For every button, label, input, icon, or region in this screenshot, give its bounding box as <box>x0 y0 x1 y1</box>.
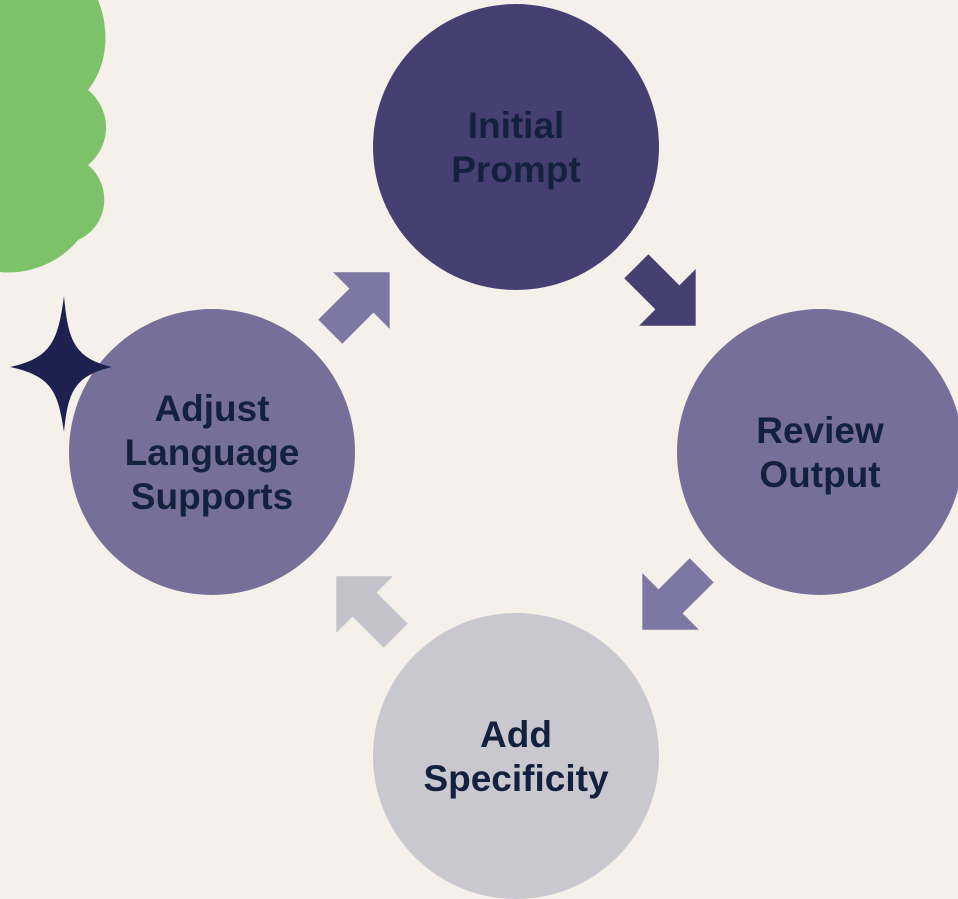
node-label-initial-prompt: Prompt <box>451 149 581 190</box>
node-label-add-specificity: Specificity <box>423 758 608 799</box>
arrow-review-output-to-add-specificity <box>642 558 714 630</box>
cycle-arrows <box>318 254 714 648</box>
node-label-review-output: Output <box>759 454 880 495</box>
node-label-adjust-language-supports: Adjust <box>154 388 269 429</box>
cloud-icon <box>0 0 106 273</box>
node-circle-add-specificity <box>373 613 659 899</box>
node-circle-initial-prompt <box>373 4 659 290</box>
node-label-review-output: Review <box>756 410 884 451</box>
node-circle-adjust-language-supports <box>69 309 355 595</box>
node-label-adjust-language-supports: Language <box>125 432 300 473</box>
arrow-add-specificity-to-adjust-language-supports <box>336 576 408 648</box>
node-label-add-specificity: Add <box>480 714 552 755</box>
arrow-adjust-language-supports-to-initial-prompt <box>318 272 390 344</box>
arrow-initial-prompt-to-review-output <box>624 254 696 326</box>
cycle-nodes: InitialPromptReviewOutputAddSpecificityA… <box>69 4 958 899</box>
node-label-adjust-language-supports: Supports <box>131 476 293 517</box>
four-point-star-icon <box>10 296 112 432</box>
node-label-initial-prompt: Initial <box>468 105 565 146</box>
node-circle-review-output <box>677 309 958 595</box>
